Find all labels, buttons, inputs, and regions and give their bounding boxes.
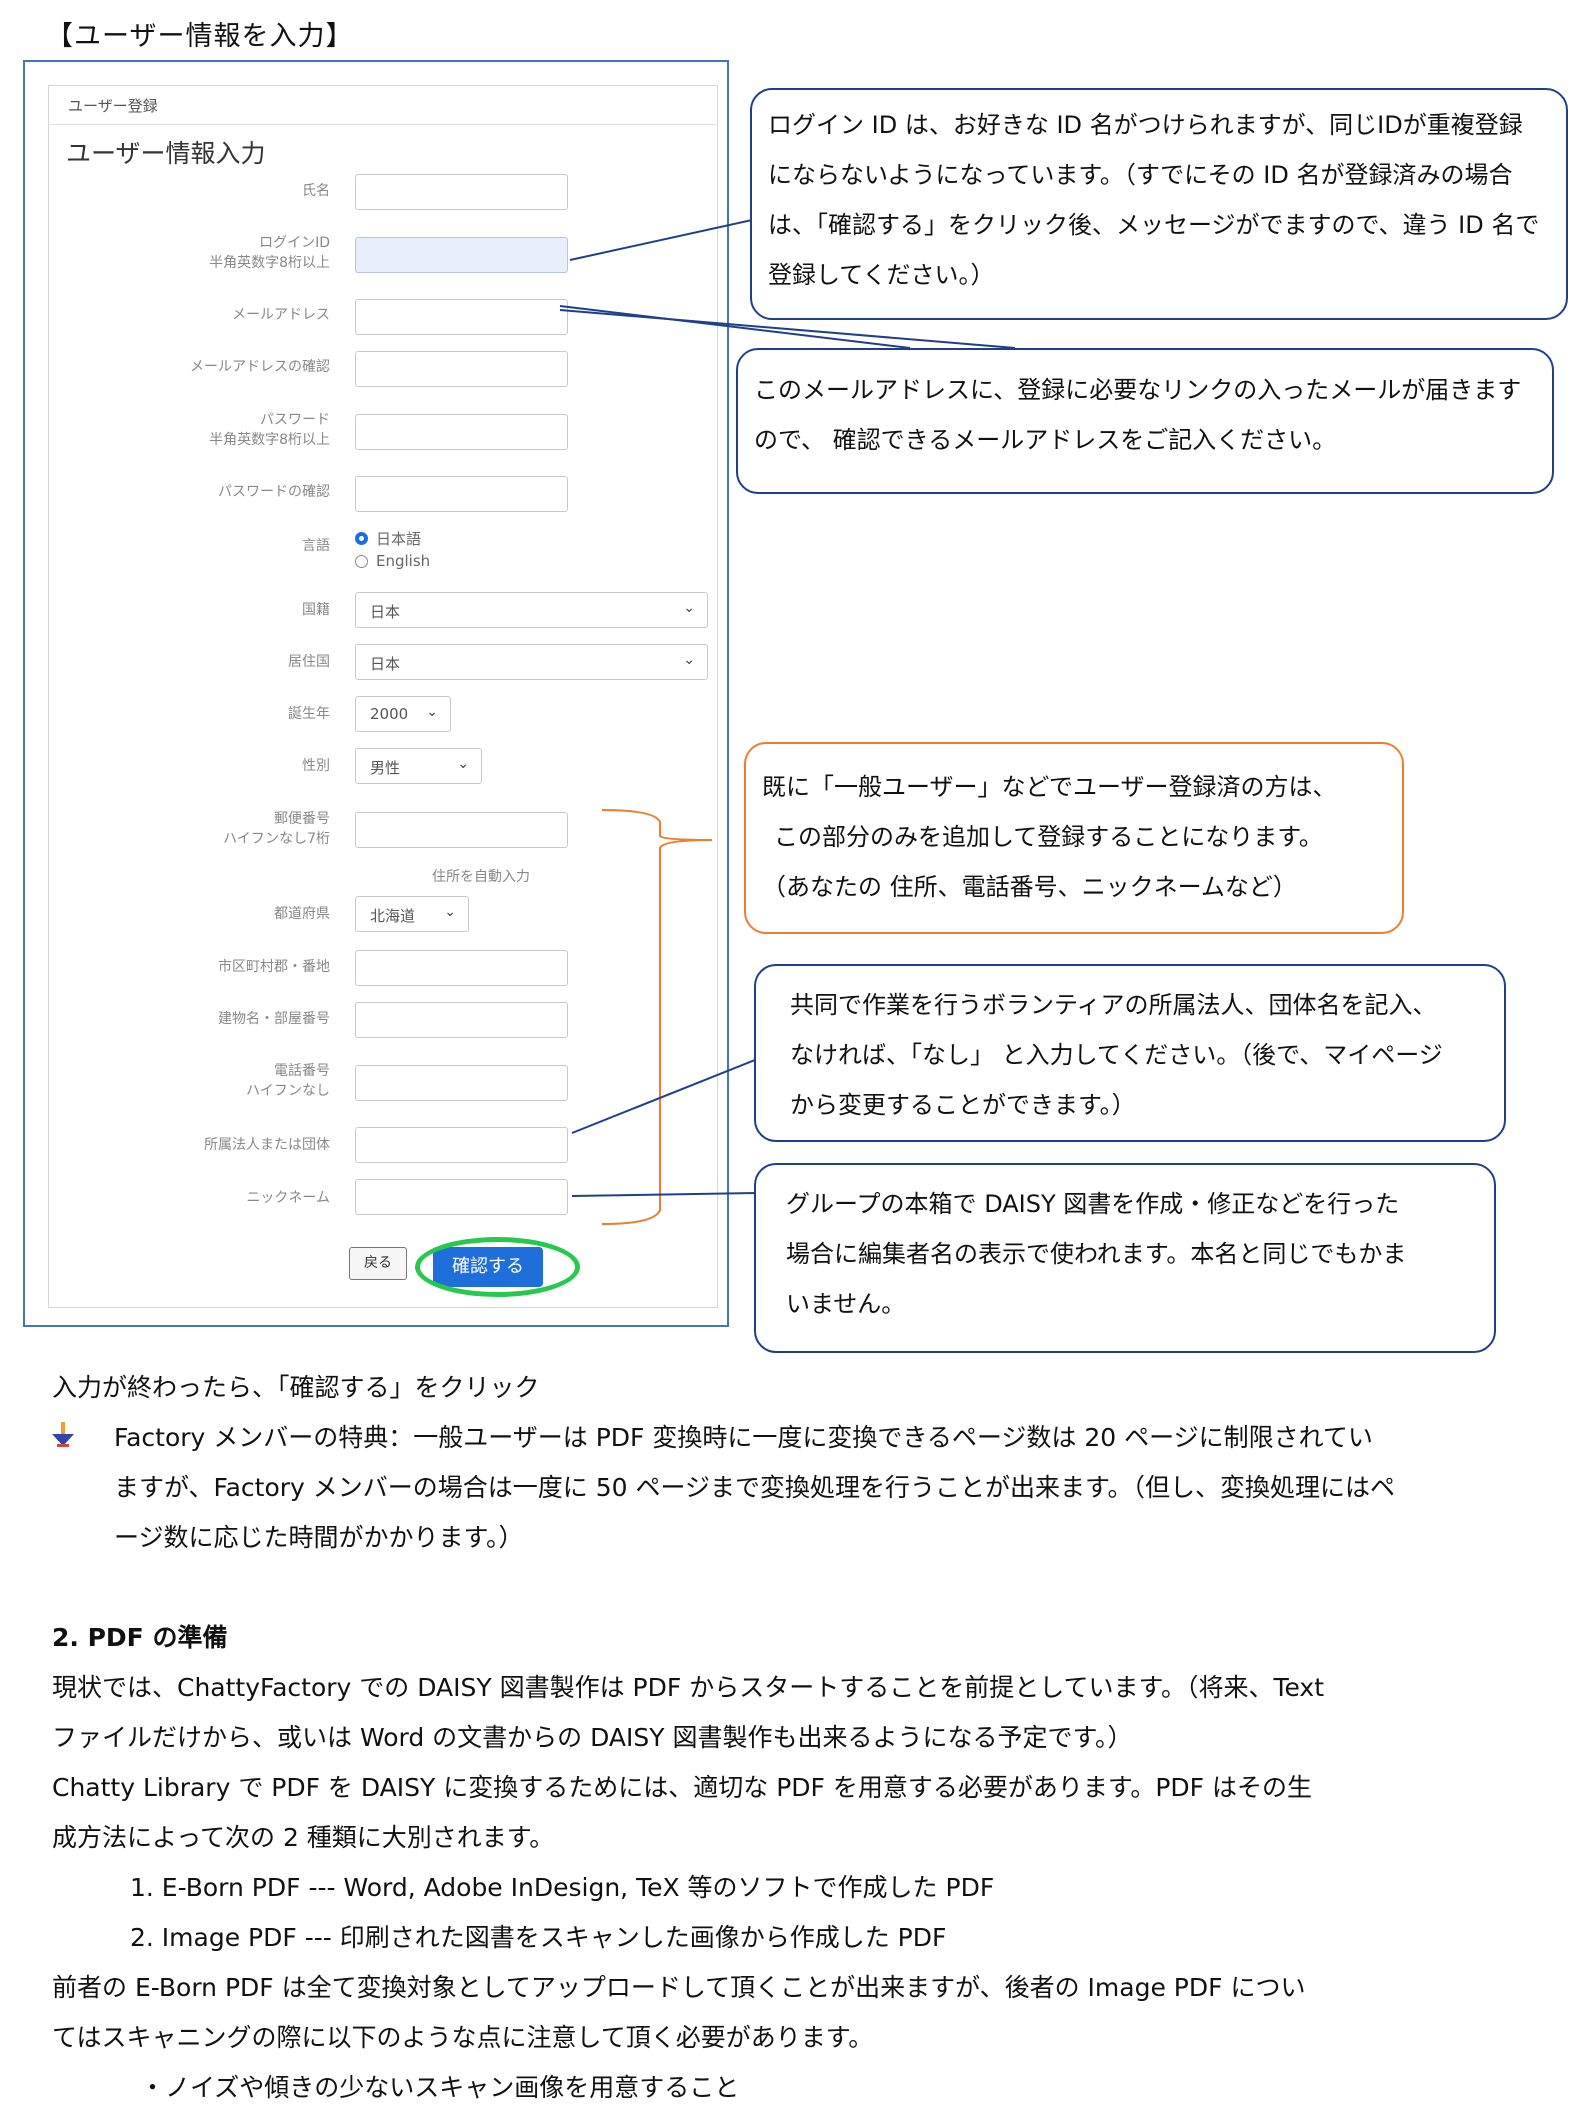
label-postal: 郵便番号 — [274, 811, 330, 827]
chevron-down-icon: ⌄ — [683, 652, 695, 668]
radio-selected-icon — [355, 532, 368, 545]
screenshot-frame — [23, 60, 729, 1327]
password-confirm-input[interactable] — [355, 476, 568, 512]
label-password-hint: 半角英数字8桁以上 — [209, 432, 330, 448]
label-city: 市区町村郡・番地 — [218, 959, 330, 975]
list-item: 1. E-Born PDF --- Word, Adobe InDesign, … — [130, 1873, 995, 1902]
building-input[interactable] — [355, 1002, 568, 1038]
callout-line: 場合に編集者名の表示で使われます。本名と同じでもかま — [786, 1240, 1407, 1268]
prefecture-select[interactable]: 北海道 ⌄ — [355, 896, 469, 932]
factory-benefit-line: ージ数に応じた時間がかかります。） — [114, 1523, 524, 1552]
confirm-highlight-ring — [415, 1237, 580, 1297]
back-button[interactable]: 戻る — [349, 1247, 407, 1280]
radio-empty-icon — [355, 554, 368, 568]
nickname-callout: グループの本箱で DAISY 図書を作成・修正などを行った 場合に編集者名の表示… — [754, 1163, 1496, 1353]
callout-line: ログイン ID は、お好きな ID 名がつけられますが、同じIDが重複登録 — [768, 111, 1523, 139]
address-autofill-link[interactable]: 住所を自動入力 — [432, 869, 530, 885]
label-language: 言語 — [302, 538, 330, 554]
label-residence: 居住国 — [288, 654, 330, 670]
label-nickname: ニックネーム — [246, 1190, 330, 1206]
label-org: 所属法人または団体 — [204, 1137, 330, 1153]
email-callout: このメールアドレスに、登録に必要なリンクの入ったメールが届きます ので、 確認で… — [736, 348, 1554, 494]
language-option-japanese[interactable]: 日本語 — [355, 528, 421, 549]
page-heading: 【ユーザー情報を入力】 — [46, 21, 354, 52]
gender-value: 男性 — [370, 759, 401, 777]
section-title: 2. PDF の準備 — [52, 1623, 228, 1652]
prefecture-value: 北海道 — [370, 907, 416, 925]
label-login-id: ログインID — [259, 235, 330, 251]
callout-line: （あなたの 住所、電話番号、ニックネームなど） — [762, 873, 1297, 901]
label-email: メールアドレス — [232, 307, 330, 323]
chevron-down-icon: ⌄ — [444, 904, 456, 920]
password-input[interactable] — [355, 414, 568, 450]
paragraph-line: てはスキャニングの際に以下のような点に注意して頂く必要があります。 — [52, 2023, 874, 2052]
callout-line: 登録してください。） — [768, 261, 995, 289]
login-id-callout: ログイン ID は、お好きな ID 名がつけられますが、同じIDが重複登録 にな… — [750, 88, 1568, 320]
phone-input[interactable] — [355, 1065, 568, 1101]
callout-line: いません。 — [786, 1290, 906, 1318]
form-title: ユーザー情報入力 — [66, 139, 266, 168]
label-postal-hint: ハイフンなし7桁 — [223, 831, 330, 847]
callout-line: 共同で作業を行うボランティアの所属法人、団体名を記入、 — [790, 991, 1437, 1019]
paragraph-line: ファイルだけから、或いは Word の文書からの DAISY 図書製作も出来るよ… — [52, 1723, 1133, 1752]
label-prefecture: 都道府県 — [274, 906, 330, 922]
residence-value: 日本 — [370, 655, 401, 673]
birth-year-value: 2000 — [370, 705, 409, 723]
org-callout: 共同で作業を行うボランティアの所属法人、団体名を記入、 なければ、「なし」 と入… — [754, 964, 1506, 1142]
label-password: パスワード — [260, 412, 330, 428]
label-building: 建物名・部屋番号 — [218, 1011, 330, 1027]
residence-select[interactable]: 日本 ⌄ — [355, 644, 708, 680]
label-phone-hint: ハイフンなし — [246, 1083, 330, 1099]
label-email-confirm: メールアドレスの確認 — [190, 359, 330, 375]
paragraph-line: Chatty Library で PDF を DAISY に変換するためには、適… — [52, 1773, 1313, 1802]
list-item: 2. Image PDF --- 印刷された図書をスキャンした画像から作成した … — [130, 1923, 947, 1952]
label-birth-year: 誕生年 — [288, 706, 330, 722]
general-user-callout: 既に「一般ユーザー」などでユーザー登録済の方は、 この部分のみを追加して登録する… — [744, 742, 1404, 934]
callout-line: から変更することができます。） — [790, 1091, 1136, 1119]
paragraph-line: 現状では、ChattyFactory での DAISY 図書製作は PDF から… — [52, 1673, 1325, 1702]
callout-line: グループの本箱で DAISY 図書を作成・修正などを行った — [786, 1190, 1400, 1218]
callout-line: にならないようになっています。（すでにその ID 名が登録済みの場合 — [768, 161, 1513, 189]
callout-line: は、「確認する」をクリック後、メッセージがでますので、違う ID 名で — [768, 211, 1540, 239]
city-input[interactable] — [355, 950, 568, 986]
paragraph-line: 成方法によって次の 2 種類に大別されます。 — [52, 1823, 555, 1852]
callout-line: 既に「一般ユーザー」などでユーザー登録済の方は、 — [762, 773, 1337, 801]
country-value: 日本 — [370, 603, 401, 621]
callout-line: この部分のみを追加して登録することになります。 — [774, 823, 1323, 851]
label-login-id-hint: 半角英数字8桁以上 — [209, 255, 330, 271]
callout-line: このメールアドレスに、登録に必要なリンクの入ったメールが届きます — [754, 376, 1522, 404]
language-option-label: English — [376, 552, 431, 570]
after-input-text: 入力が終わったら、「確認する」をクリック — [52, 1373, 540, 1402]
bullet-icon — [52, 1422, 74, 1447]
login-id-input[interactable] — [355, 237, 568, 273]
postal-code-input[interactable] — [355, 812, 568, 848]
label-phone: 電話番号 — [274, 1063, 330, 1079]
label-name: 氏名 — [302, 183, 330, 199]
panel-header: ユーザー登録 — [48, 85, 718, 125]
chevron-down-icon: ⌄ — [457, 756, 469, 772]
note-line: ・ノイズや傾きの少ないスキャン画像を用意すること — [140, 2073, 740, 2102]
language-option-label: 日本語 — [376, 530, 422, 548]
paragraph-line: 前者の E-Born PDF は全て変換対象としてアップロードして頂くことが出来… — [52, 1973, 1306, 2002]
chevron-down-icon: ⌄ — [683, 600, 695, 616]
factory-benefit-line: Factory メンバーの特典：一般ユーザーは PDF 変換時に一度に変換できる… — [114, 1423, 1373, 1452]
name-input[interactable] — [355, 174, 568, 210]
callout-line: なければ、「なし」 と入力してください。（後で、マイページ — [790, 1041, 1443, 1069]
label-gender: 性別 — [302, 758, 330, 774]
callout-line: ので、 確認できるメールアドレスをご記入ください。 — [754, 426, 1337, 454]
gender-select[interactable]: 男性 ⌄ — [355, 748, 482, 784]
label-country: 国籍 — [302, 602, 330, 618]
email-input[interactable] — [355, 299, 568, 335]
birth-year-select[interactable]: 2000 ⌄ — [355, 696, 451, 732]
label-password-confirm: パスワードの確認 — [218, 484, 330, 500]
country-select[interactable]: 日本 ⌄ — [355, 592, 708, 628]
org-input[interactable] — [355, 1127, 568, 1163]
chevron-down-icon: ⌄ — [426, 704, 438, 720]
nickname-input[interactable] — [355, 1179, 568, 1215]
email-confirm-input[interactable] — [355, 351, 568, 387]
factory-benefit-line: ますが、Factory メンバーの場合は一度に 50 ページまで変換処理を行うこ… — [114, 1473, 1395, 1502]
language-option-english[interactable]: English — [355, 552, 430, 570]
